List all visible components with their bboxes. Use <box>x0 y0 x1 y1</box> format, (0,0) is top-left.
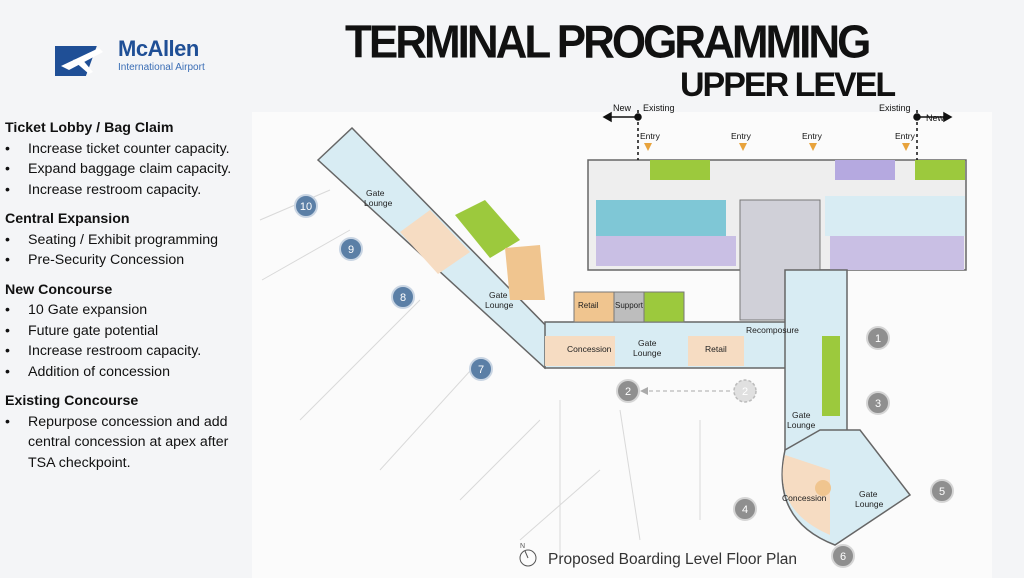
lounge-word: Lounge <box>787 420 816 430</box>
section-heading: Central Expansion <box>5 211 130 227</box>
admin-area <box>596 236 736 266</box>
new-existing-markers <box>602 110 953 160</box>
section-heading: Ticket Lobby / Bag Claim <box>5 120 174 136</box>
gate-number: 8 <box>400 292 406 304</box>
apex-concession <box>782 455 830 535</box>
north-arrow-icon: N <box>519 543 537 567</box>
new-right-label: New <box>926 113 945 123</box>
restroom-top <box>650 160 710 180</box>
airport-logo <box>55 46 103 76</box>
restroom-existing <box>822 336 840 416</box>
list-item: 10 Gate expansion <box>5 300 245 321</box>
page-title: TERMINAL PROGRAMMING <box>345 16 871 69</box>
support-room <box>613 291 645 323</box>
existing-left-label: Existing <box>643 103 675 113</box>
gate-word: Gate <box>489 290 508 300</box>
gate-number: 6 <box>840 551 846 563</box>
entry-arrow-icon <box>644 143 652 151</box>
section-heading: New Concourse <box>5 281 113 298</box>
list-item: Increase ticket counter capacity. <box>5 139 245 160</box>
bag-claim <box>825 196 965 236</box>
gate-number: 1 <box>875 333 881 345</box>
entry-arrows: Entry Entry Entry Entry <box>640 131 916 151</box>
restroom-block <box>455 200 520 258</box>
recomposure-label: Recomposure <box>746 325 799 335</box>
floor-plan: New Existing Existing New Entry Entry En… <box>252 103 992 578</box>
new-left-label: New <box>613 103 632 113</box>
entry-label: Entry <box>895 131 916 141</box>
existing-right-label: Existing <box>879 103 911 113</box>
gate-number: 10 <box>300 201 312 213</box>
gate-number: 5 <box>939 486 945 498</box>
lounge-word: Lounge <box>855 499 884 509</box>
retail-label: Retail <box>705 344 727 354</box>
section-list: Repurpose concession and add central con… <box>5 412 245 474</box>
concession-label: Concession <box>567 344 612 354</box>
lounge-word: Lounge <box>633 348 662 358</box>
retail-label: Retail <box>578 301 599 310</box>
logo-name: McAllen <box>118 36 199 61</box>
list-item: Increase restroom capacity. <box>5 180 245 201</box>
office-top <box>835 160 895 180</box>
section-list: Seating / Exhibit programming Pre-Securi… <box>5 230 245 271</box>
concession-label: Concession <box>782 493 827 503</box>
list-item: Repurpose concession and add central con… <box>5 412 245 474</box>
entry-arrow-icon <box>902 143 910 151</box>
list-item: Future gate potential <box>5 321 245 342</box>
lounge-word: Lounge <box>485 300 514 310</box>
concession-area <box>545 336 615 366</box>
gate-number: 2 <box>625 386 631 398</box>
relocation-arrow-icon <box>640 387 648 395</box>
lounge-word: Lounge <box>364 198 393 208</box>
north-label: N <box>520 543 525 550</box>
gate-number: 4 <box>742 504 748 516</box>
page-subtitle: UPPER LEVEL <box>680 66 896 104</box>
entry-label: Entry <box>731 131 752 141</box>
gate-number: 7 <box>478 364 484 376</box>
section-heading: Existing Concourse <box>5 393 139 409</box>
restroom-room <box>643 291 685 323</box>
entry-arrow-icon <box>739 143 747 151</box>
restroom-top-right <box>915 160 965 180</box>
gate-number: 3 <box>875 398 881 410</box>
list-item: Expand baggage claim capacity. <box>5 159 245 180</box>
entry-arrow-icon <box>809 143 817 151</box>
list-item: Seating / Exhibit programming <box>5 230 245 251</box>
support-label: Support <box>615 301 644 310</box>
gate-number: 2 <box>742 386 748 398</box>
list-item: Increase restroom capacity. <box>5 341 245 362</box>
gate-word: Gate <box>366 188 385 198</box>
concession-block <box>400 210 470 274</box>
gate-number: 9 <box>348 244 354 256</box>
office-area <box>830 236 964 270</box>
gate-word: Gate <box>859 489 878 499</box>
notes-panel: Ticket Lobby / Bag Claim Increase ticket… <box>5 118 245 482</box>
gate-word: Gate <box>638 338 657 348</box>
list-item: Addition of concession <box>5 362 245 383</box>
entry-label: Entry <box>802 131 823 141</box>
retail-block <box>505 245 545 300</box>
concession-kiosk <box>815 480 831 496</box>
logo-subtitle: International Airport <box>118 62 205 73</box>
existing-gate-markers: 1 2 2 3 4 5 6 <box>616 326 954 568</box>
plane-icon <box>55 46 103 76</box>
section-list: Increase ticket counter capacity. Expand… <box>5 139 245 201</box>
entry-label: Entry <box>640 131 661 141</box>
plan-caption: Proposed Boarding Level Floor Plan <box>548 551 798 568</box>
new-gate-markers: 10 9 8 7 <box>294 194 493 381</box>
section-list: 10 Gate expansion Future gate potential … <box>5 300 245 382</box>
gate-word: Gate <box>792 410 811 420</box>
ticket-lobby <box>596 200 726 236</box>
list-item: Pre-Security Concession <box>5 250 245 271</box>
retail-area <box>688 336 744 366</box>
